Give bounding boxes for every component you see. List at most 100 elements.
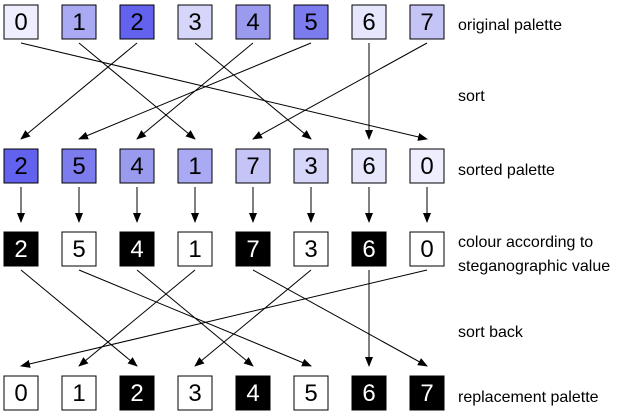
palette-box-row3-col6: 6 — [351, 375, 387, 411]
sort-arrow-2-to-0 — [20, 42, 138, 140]
palette-box-fill — [177, 231, 213, 267]
palette-box-number: 3 — [304, 236, 317, 263]
palette-box-row2-col5: 3 — [293, 231, 329, 267]
palette-box-fill — [61, 375, 97, 411]
palette-box-fill — [409, 4, 445, 40]
palette-box-row0-col1: 1 — [61, 4, 97, 40]
palette-box-number: 6 — [362, 380, 375, 407]
sort-back-arrow-7-to-0 — [20, 269, 428, 368]
palette-box-row1-col7: 0 — [409, 148, 445, 184]
palette-box-row1-col2: 4 — [119, 148, 155, 184]
sort-arrow-7-to-4 — [252, 42, 428, 140]
label-original-palette: original palette — [458, 17, 562, 34]
palette-box-fill — [119, 231, 155, 267]
palette-box-fill — [235, 375, 271, 411]
sort-arrow-1-to-3 — [78, 42, 196, 140]
palette-box-fill — [351, 4, 387, 40]
palette-box-row1-col5: 3 — [293, 148, 329, 184]
palette-box-row3-col2: 2 — [119, 375, 155, 411]
palette-box-fill — [61, 4, 97, 40]
palette-box-row3-col1: 1 — [61, 375, 97, 411]
palette-box-row0-col7: 7 — [409, 4, 445, 40]
palette-box-fill — [235, 231, 271, 267]
palette-box-number: 7 — [246, 236, 259, 263]
palette-box-number: 5 — [304, 9, 317, 36]
palette-box-row3-col0: 0 — [3, 375, 39, 411]
palette-box-number: 4 — [246, 380, 259, 407]
palette-box-row0-col2: 2 — [119, 4, 155, 40]
palette-box-row3-col4: 4 — [235, 375, 271, 411]
label-sort: sort — [458, 88, 485, 105]
label-colour-according-line1: colour according to — [458, 234, 593, 251]
sort-back-arrow-4-to-7 — [252, 269, 428, 367]
sort-back-arrow-0-to-2 — [20, 269, 138, 367]
palette-box-fill — [351, 375, 387, 411]
palette-box-number: 7 — [420, 380, 433, 407]
palette-box-row0-col5: 5 — [293, 4, 329, 40]
palette-box-fill — [409, 148, 445, 184]
palette-box-number: 5 — [72, 153, 85, 180]
palette-box-number: 0 — [14, 380, 27, 407]
sort-arrow-0-to-7 — [20, 42, 428, 141]
palette-box-number: 2 — [14, 153, 27, 180]
palette-box-row1-col6: 6 — [351, 148, 387, 184]
palette-box-number: 4 — [130, 236, 143, 263]
palette-box-number: 6 — [362, 236, 375, 263]
palette-box-number: 0 — [420, 236, 433, 263]
palette-box-fill — [235, 148, 271, 184]
palette-box-number: 0 — [420, 153, 433, 180]
palette-box-number: 1 — [188, 153, 201, 180]
palette-box-fill — [119, 375, 155, 411]
palette-box-fill — [235, 4, 271, 40]
palette-box-fill — [3, 375, 39, 411]
palette-box-row1-col3: 1 — [177, 148, 213, 184]
palette-box-row0-col0: 0 — [3, 4, 39, 40]
palette-box-number: 0 — [14, 9, 27, 36]
palette-box-number: 2 — [130, 380, 143, 407]
palette-box-row0-col4: 4 — [235, 4, 271, 40]
palette-box-fill — [119, 148, 155, 184]
palette-box-fill — [177, 148, 213, 184]
palette-box-fill — [293, 148, 329, 184]
palette-box-number: 3 — [188, 9, 201, 36]
palette-box-row1-col4: 7 — [235, 148, 271, 184]
palette-box-row2-col7: 0 — [409, 231, 445, 267]
sort-back-arrow-5-to-3 — [194, 269, 312, 367]
sort-arrow-3-to-5 — [194, 42, 312, 140]
palette-box-fill — [3, 148, 39, 184]
palette-box-row1-col1: 5 — [61, 148, 97, 184]
sort-back-arrow-2-to-4 — [136, 269, 254, 367]
label-colour-according-line2: steganographic value — [458, 258, 610, 275]
label-sort-back: sort back — [458, 324, 524, 341]
palette-box-row3-col7: 7 — [409, 375, 445, 411]
palette-box-fill — [351, 231, 387, 267]
palette-box-number: 5 — [304, 380, 317, 407]
label-sorted-palette: sorted palette — [458, 162, 555, 179]
palette-box-number: 2 — [14, 236, 27, 263]
palette-box-row2-col0: 2 — [3, 231, 39, 267]
palette-box-number: 1 — [188, 236, 201, 263]
palette-box-fill — [61, 231, 97, 267]
palette-box-fill — [293, 375, 329, 411]
palette-box-number: 4 — [246, 9, 259, 36]
palette-box-number: 2 — [130, 9, 143, 36]
palette-box-number: 3 — [188, 380, 201, 407]
palette-box-row3-col3: 3 — [177, 375, 213, 411]
palette-box-number: 7 — [420, 9, 433, 36]
palette-box-fill — [409, 375, 445, 411]
sort-arrow-5-to-1 — [78, 42, 312, 140]
palette-box-fill — [3, 4, 39, 40]
palette-box-row2-col1: 5 — [61, 231, 97, 267]
palette-box-number: 4 — [130, 153, 143, 180]
palette-box-fill — [119, 4, 155, 40]
sort-back-arrow-3-to-1 — [78, 269, 196, 367]
palette-box-row2-col3: 1 — [177, 231, 213, 267]
palette-box-row3-col5: 5 — [293, 375, 329, 411]
label-replacement-palette: replacement palette — [458, 389, 599, 406]
palette-box-number: 6 — [362, 9, 375, 36]
palette-box-row1-col0: 2 — [3, 148, 39, 184]
connector-arrows — [17, 42, 431, 368]
palette-box-number: 6 — [362, 153, 375, 180]
